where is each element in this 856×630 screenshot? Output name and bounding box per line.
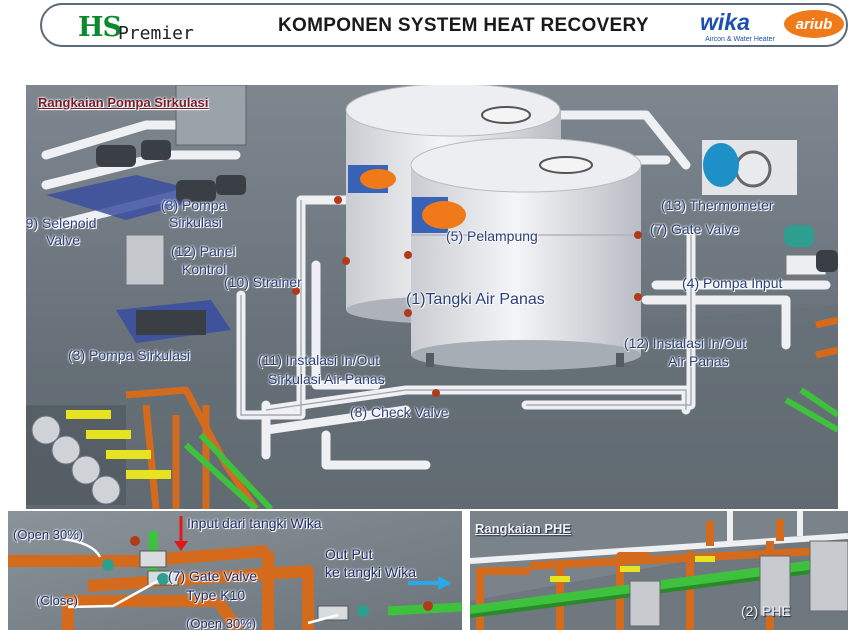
label-strainer: (10) Strainer [224,274,302,290]
label-gate-valve-k10-2: Type K10 [186,587,246,603]
gate-valve-detail: (Open 30%) Input dari tangki Wika (7) Ga… [8,511,462,630]
label-pompa-input: (4) Pompa Input [682,275,783,291]
label-panel-kontrol-1: (12) Panel [171,243,236,259]
gate-valve-render-svg [8,511,462,630]
label-tangki-air-panas: (1)Tangki Air Panas [406,291,545,308]
label-pompa-sirkulasi-top-2: Sirkulasi [169,214,222,230]
header-banner: HS Premier KOMPONEN SYSTEM HEAT RECOVERY… [40,3,848,47]
logo-premier: Premier [118,23,194,44]
label-instalasi-sirkulasi-1: (11) Instalasi In/Out [258,352,380,368]
label-open-30-bottom: (Open 30%) [186,616,257,630]
label-phe-assembly: Rangkaian PHE [475,521,572,536]
label-phe: (2) PHE [741,603,791,619]
phe-detail: Rangkaian PHE (2) PHE [470,511,848,630]
label-gate-valve: (7) Gate Valve [650,221,740,237]
main-render-svg [26,85,838,509]
page-title: KOMPONEN SYSTEM HEAT RECOVERY [278,15,649,36]
label-thermometer: (13) Thermometer [661,197,774,213]
label-output-1: Out Put [325,546,373,562]
label-panel-kontrol-2: Kontrol [182,261,227,277]
label-pelampung: (5) Pelampung [446,228,538,244]
label-input-tangki: Input dari tangki Wika [187,515,322,531]
label-pompa-sirkulasi-top-1: (3) Pompa [161,197,227,213]
phe-render-svg [470,511,848,630]
logo-hs: HS [78,12,122,43]
label-instalasi-air-panas-1: (12) Instalasi In/Out [624,335,747,351]
label-solenoid-valve-2: Valve [46,232,80,248]
main-system-render: Rangkaian Pompa Sirkulasi (9) Selenoid V… [26,85,838,509]
label-check-valve: (8) Check Valve [350,404,449,420]
label-close: (Close) [36,593,78,608]
label-pompa-sirkulasi-bottom: (3) Pompa Sirkulasi [68,347,191,363]
label-gate-valve-k10-1: (7) Gate Valve [168,568,258,584]
brand-sub: ariub [796,16,833,33]
label-open-30-top: (Open 30%) [13,527,84,542]
wika-logo: wika ariub Aircon & Water Heater [700,9,844,43]
brand-name: wika [700,9,750,35]
label-instalasi-sirkulasi-2: Sirkulasi Air Panas [268,371,385,387]
brand-tagline: Aircon & Water Heater [705,36,775,43]
label-pump-assembly: Rangkaian Pompa Sirkulasi [38,95,209,110]
label-instalasi-air-panas-2: Air Panas [668,353,729,369]
label-solenoid-valve-1: (9) Selenoid [26,215,97,231]
label-output-2: ke tangki Wika [325,564,417,580]
